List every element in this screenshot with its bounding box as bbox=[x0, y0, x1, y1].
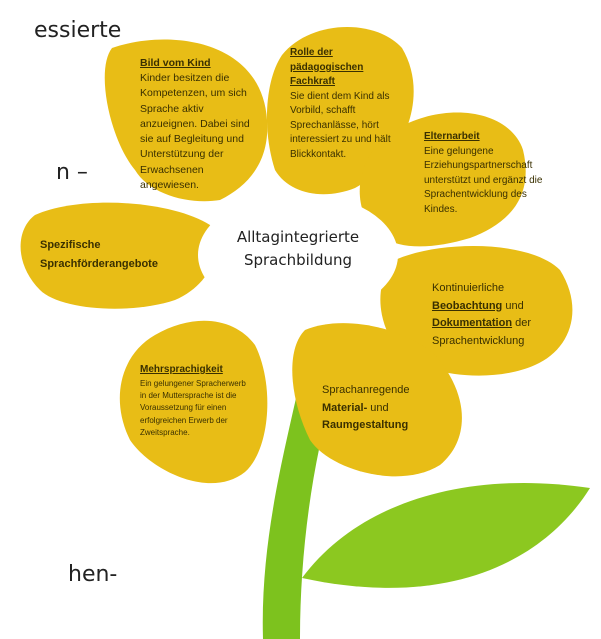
background-text-1: essierte bbox=[34, 18, 122, 43]
flower-center bbox=[198, 193, 398, 317]
petal-line: Dokumentation der bbox=[432, 315, 572, 333]
petal-material bbox=[292, 323, 462, 477]
petal-beobachtung bbox=[380, 246, 573, 376]
center-label-line2: Sprachbildung bbox=[243, 251, 353, 270]
petal-line: Spezifische bbox=[40, 239, 101, 251]
petal-body: Ein gelungener Spracherwerb in der Mutte… bbox=[140, 378, 246, 438]
der-word: der bbox=[512, 317, 532, 330]
center-label: Alltagintegrierte Sprachbildung bbox=[203, 226, 393, 273]
center-label-line1: Alltagintegrierte bbox=[236, 228, 360, 246]
petal-text-mehrsprachigkeit: Mehrsprachigkeit Ein gelungener Spracher… bbox=[140, 362, 248, 439]
petal-line: Sprachförderangebote bbox=[40, 257, 158, 270]
petal-title: Rolle der pädagogischen Fachkraft bbox=[290, 47, 364, 87]
petal-text-beobachtung: Kontinuierliche Beobachtung und Dokument… bbox=[432, 280, 572, 350]
petal-body: Sie dient dem Kind als Vorbild, schafft … bbox=[290, 90, 391, 160]
und-word: und bbox=[502, 299, 524, 312]
petal-body: Eine gelungene Erziehungspartnerschaft u… bbox=[424, 145, 543, 215]
petal-text-material: Sprachanregende Material- und Raumgestal… bbox=[322, 382, 442, 435]
petal-title: Mehrsprachigkeit bbox=[140, 364, 223, 375]
petal-title: Elternarbeit bbox=[424, 131, 480, 142]
petal-title: Bild vom Kind bbox=[140, 57, 211, 69]
petal-line: Sprachentwicklung bbox=[432, 334, 525, 347]
dokumentation-word: Dokumentation bbox=[432, 317, 513, 330]
petal-mehrsprachigkeit bbox=[119, 320, 268, 484]
background-text-3: hen- bbox=[68, 562, 118, 587]
background-text-2: n – bbox=[56, 160, 88, 185]
petal-text-bild-vom-kind: Bild vom Kind Kinder besitzen die Kompet… bbox=[140, 56, 258, 193]
petal-spezifische bbox=[20, 202, 216, 309]
petal-line: Material- und bbox=[322, 400, 442, 418]
und-word: und bbox=[367, 401, 389, 414]
petal-body: Kinder besitzen die Kompetenzen, um sich… bbox=[140, 72, 250, 191]
petal-line: Kontinuierliche bbox=[432, 282, 505, 294]
beobachtung-word: Beobachtung bbox=[432, 299, 503, 312]
petal-text-spezifische: Spezifische Sprachförderangebote bbox=[40, 236, 200, 273]
material-word: Material- bbox=[322, 401, 368, 414]
leaf bbox=[302, 482, 590, 588]
petal-elternarbeit bbox=[359, 112, 526, 247]
petal-text-elternarbeit: Elternarbeit Eine gelungene Erziehungspa… bbox=[424, 130, 544, 217]
petal-line: Beobachtung und bbox=[432, 298, 572, 316]
petal-line: Raumgestaltung bbox=[322, 419, 409, 432]
petal-text-rolle: Rolle der pädagogischen Fachkraft Sie di… bbox=[290, 46, 402, 162]
petal-line: Sprachanregende bbox=[322, 384, 410, 396]
petal-bild-vom-kind bbox=[104, 39, 268, 202]
